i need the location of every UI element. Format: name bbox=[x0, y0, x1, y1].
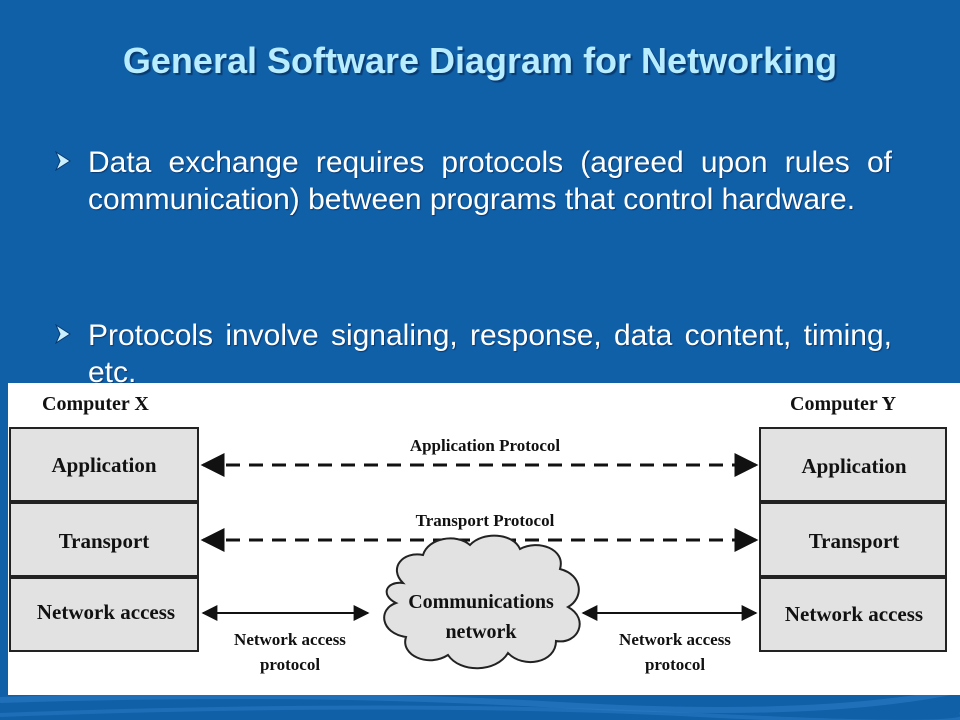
cloud-label-line2: network bbox=[445, 621, 517, 643]
layer-label-network-access-x: Network access bbox=[37, 600, 175, 624]
computer-y-label: Computer Y bbox=[790, 393, 897, 415]
computer-y-stack: Application Transport Network access bbox=[759, 427, 947, 652]
layer-box-transport-y bbox=[759, 502, 947, 577]
layer-label-network-access-y: Network access bbox=[785, 602, 923, 626]
network-access-protocol-right-line1: Network access bbox=[619, 630, 731, 649]
bullet-text: Protocols involve signaling, response, d… bbox=[88, 319, 892, 389]
network-diagram-svg: Computer X Computer Y Application Transp… bbox=[9, 393, 947, 674]
bullet-item: Protocols involve signaling, response, d… bbox=[52, 317, 892, 391]
bullet-arrow-icon bbox=[54, 150, 71, 172]
transport-protocol-label: Transport Protocol bbox=[416, 511, 555, 530]
layer-box-transport-x bbox=[9, 502, 199, 577]
bullet-item: Data exchange requires protocols (agreed… bbox=[52, 144, 892, 218]
layer-label-application-y: Application bbox=[801, 454, 906, 478]
bullet-text: Data exchange requires protocols (agreed… bbox=[88, 146, 892, 216]
slide-title: General Software Diagram for Networking bbox=[122, 40, 838, 81]
computer-x-stack: Application Transport Network access bbox=[9, 427, 199, 652]
network-diagram: Computer X Computer Y Application Transp… bbox=[8, 383, 960, 695]
layer-box-network-access-x bbox=[9, 577, 199, 652]
layer-box-network-access-y bbox=[759, 577, 947, 652]
communications-network-cloud bbox=[383, 534, 581, 670]
computer-x-label: Computer X bbox=[42, 393, 149, 415]
layer-label-transport-x: Transport bbox=[59, 529, 150, 553]
layer-label-transport-y: Transport bbox=[809, 529, 900, 553]
application-protocol-label: Application Protocol bbox=[410, 436, 561, 455]
bullet-arrow-icon bbox=[54, 323, 71, 345]
layer-label-application-x: Application bbox=[51, 453, 156, 477]
network-access-protocol-left-line2: protocol bbox=[260, 655, 320, 674]
cloud-label-line1: Communications bbox=[408, 591, 554, 613]
network-access-protocol-left-line1: Network access bbox=[234, 630, 346, 649]
layer-box-application-y bbox=[759, 427, 947, 502]
layer-box-application-x bbox=[9, 427, 199, 502]
network-access-protocol-right-line2: protocol bbox=[645, 655, 705, 674]
